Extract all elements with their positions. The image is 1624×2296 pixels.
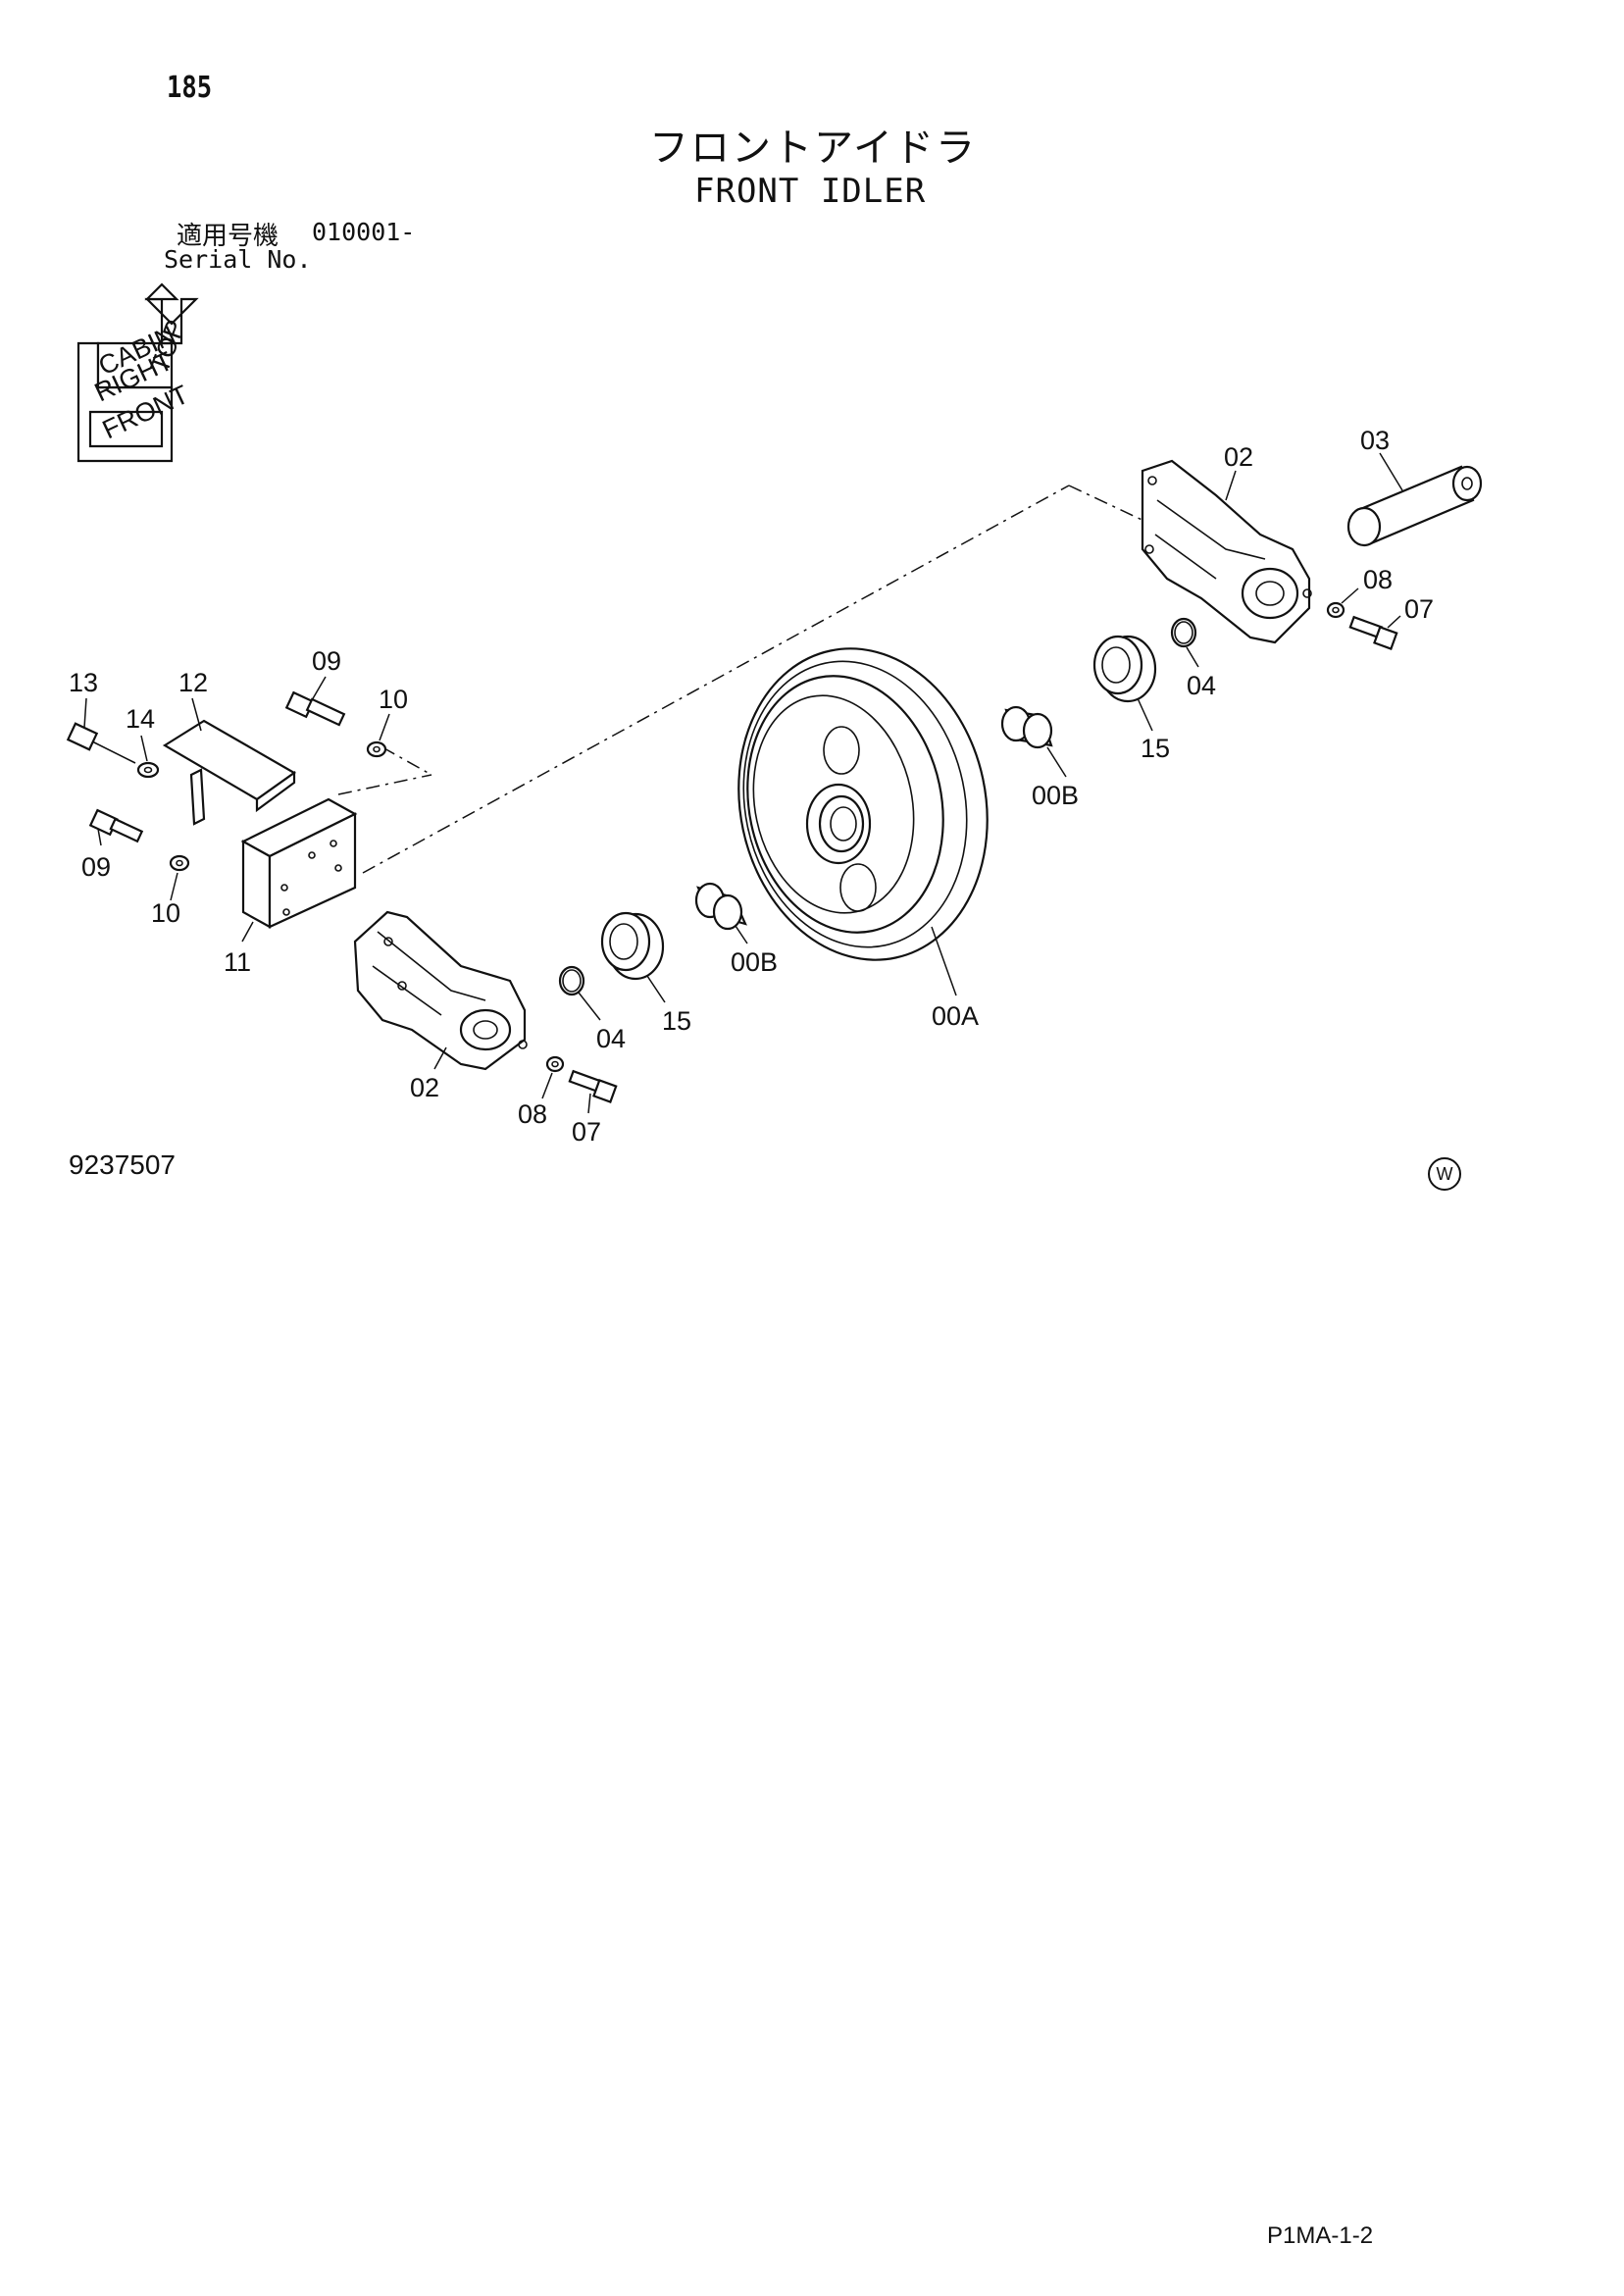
part-09-bolt-upper bbox=[284, 690, 346, 727]
leader-lines bbox=[83, 452, 1403, 1114]
callout-00A: 00A bbox=[932, 1001, 979, 1031]
callout-00B-right: 00B bbox=[1032, 781, 1079, 810]
part-07-bolt-right bbox=[1348, 615, 1398, 650]
callout-00B-left: 00B bbox=[731, 947, 778, 977]
part-08-washer-left bbox=[545, 1055, 565, 1073]
page-number: 185 bbox=[167, 71, 213, 105]
w-circle-mark: W bbox=[1428, 1157, 1461, 1191]
callout-07-right: 07 bbox=[1404, 594, 1434, 624]
callout-labels: 13 12 14 09 10 09 10 11 02 08 07 04 15 0… bbox=[69, 426, 1434, 1147]
part-09-bolt-lower bbox=[88, 808, 144, 843]
orientation-label-top: TOP bbox=[144, 316, 190, 377]
callout-11: 11 bbox=[224, 947, 251, 977]
callout-04-left: 04 bbox=[596, 1024, 626, 1053]
serial-value: 010001- bbox=[312, 218, 416, 246]
part-07-bolt-left bbox=[568, 1069, 618, 1103]
part-11-plate bbox=[240, 797, 358, 929]
callout-02-left: 02 bbox=[410, 1073, 439, 1102]
page-code: P1MA-1-2 bbox=[1267, 2222, 1374, 2249]
orientation-icon: CABIN RIGHT TOP FRONT bbox=[76, 282, 199, 463]
title-english: FRONT IDLER bbox=[694, 172, 927, 211]
part-12-cover bbox=[162, 719, 297, 826]
title-japanese: フロントアイドラ bbox=[649, 126, 977, 171]
callout-10-lower: 10 bbox=[151, 898, 180, 928]
part-03-pin bbox=[1346, 465, 1483, 547]
part-02-bracket-right bbox=[1141, 459, 1312, 644]
callout-14: 14 bbox=[126, 704, 155, 734]
part-04-snap-ring-right bbox=[1170, 617, 1197, 648]
part-00B-bushing-right bbox=[1000, 705, 1053, 749]
assembly-centerlines bbox=[337, 485, 1153, 874]
callout-03: 03 bbox=[1360, 426, 1390, 455]
part-10-nut-upper bbox=[366, 740, 387, 758]
part-10-nut-lower bbox=[169, 854, 190, 872]
callout-09-upper: 09 bbox=[312, 646, 341, 676]
part-02-bracket-left bbox=[353, 910, 528, 1071]
callout-15-left: 15 bbox=[662, 1006, 691, 1036]
callout-04-right: 04 bbox=[1187, 671, 1216, 700]
part-04-snap-ring-left bbox=[558, 965, 585, 996]
serial-label-english: Serial No. bbox=[164, 245, 312, 274]
part-00A-idler-wheel bbox=[737, 647, 989, 961]
callout-08-left: 08 bbox=[518, 1099, 547, 1129]
part-13-bolt bbox=[66, 722, 136, 764]
callout-07-left: 07 bbox=[572, 1117, 601, 1147]
part-00B-bushing-left bbox=[694, 882, 747, 931]
callout-13: 13 bbox=[69, 668, 98, 697]
part-15-seal-left bbox=[600, 911, 665, 981]
callout-09-lower: 09 bbox=[81, 852, 111, 882]
part-08-washer-right bbox=[1326, 601, 1345, 619]
serial-label-japanese: 適用号機 bbox=[177, 222, 279, 251]
callout-10-upper: 10 bbox=[379, 685, 408, 714]
figure-number: 9237507 bbox=[69, 1149, 177, 1180]
callout-15-right: 15 bbox=[1141, 734, 1170, 763]
part-15-seal-right bbox=[1092, 635, 1157, 703]
part-14-washer bbox=[136, 761, 160, 779]
callout-02-right: 02 bbox=[1224, 442, 1253, 472]
callout-08-right: 08 bbox=[1363, 565, 1393, 594]
callout-12: 12 bbox=[178, 668, 208, 697]
